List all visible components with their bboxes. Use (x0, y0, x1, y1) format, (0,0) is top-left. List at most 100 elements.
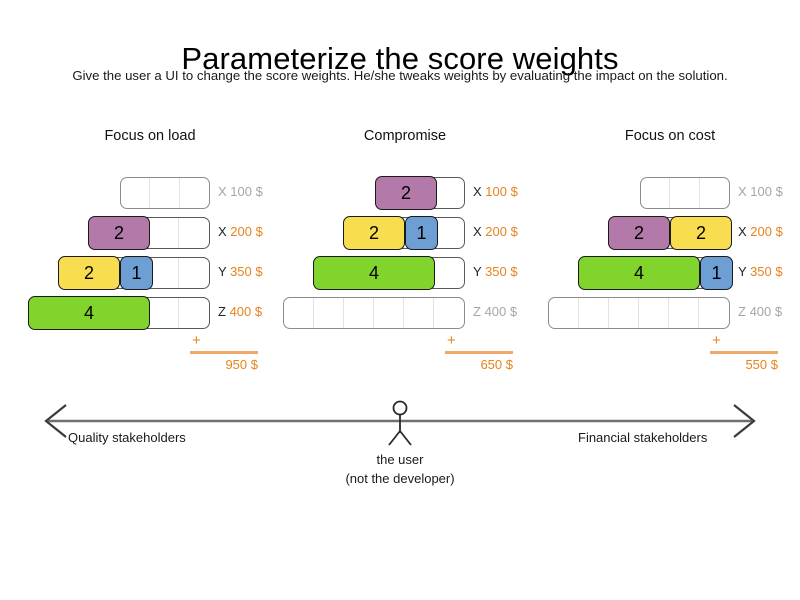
slider-cell[interactable] (284, 298, 314, 328)
weight-block-blue[interactable]: 1 (405, 216, 438, 250)
scenario-title: Focus on load (104, 128, 196, 144)
slider-cell[interactable] (121, 178, 151, 208)
slider-cell[interactable] (435, 178, 464, 208)
row-price: 350 $ (485, 264, 518, 279)
scenario-total: +650 $ (445, 332, 513, 372)
total-amount: 550 $ (745, 356, 778, 372)
weight-row: 4 Z 400 $ (20, 293, 280, 333)
row-cost-label: X 100 $ (218, 184, 263, 199)
row-price: 400 $ (484, 304, 518, 319)
axis-label-financial: Financial stakeholders (578, 430, 708, 445)
slider-cell[interactable] (641, 178, 671, 208)
slider-cell[interactable] (434, 258, 464, 288)
total-rule (190, 351, 258, 354)
row-letter: Y (473, 264, 482, 279)
slider-cell[interactable] (639, 298, 669, 328)
slider-cell[interactable] (149, 218, 179, 248)
slider-cell[interactable] (434, 298, 464, 328)
slider-cell[interactable] (434, 218, 464, 248)
total-rule (445, 351, 513, 354)
weight-row: 4 Y 350 $ (275, 253, 535, 293)
row-price: 200 $ (230, 224, 263, 239)
weight-block-yellow[interactable]: 2 (58, 256, 120, 290)
weight-slider-track[interactable] (120, 177, 210, 209)
weight-block-green[interactable]: 4 (578, 256, 700, 290)
scenario-title: Compromise (363, 128, 447, 144)
total-amount: 650 $ (480, 356, 513, 372)
stakeholder-axis (0, 395, 800, 495)
weight-slider-track[interactable] (548, 297, 730, 329)
row-letter: X (218, 184, 227, 199)
slider-cell[interactable] (179, 218, 209, 248)
slider-cell[interactable] (180, 178, 209, 208)
row-cost-label: X 100 $ (738, 184, 783, 199)
row-cost-label: Y 350 $ (473, 264, 518, 279)
row-letter: X (473, 184, 482, 199)
weight-slider-track[interactable] (640, 177, 730, 209)
weight-row: Z 400 $ (540, 293, 800, 333)
row-letter: X (738, 184, 747, 199)
weight-block-purple[interactable]: 2 (88, 216, 150, 250)
row-letter: X (218, 224, 227, 239)
row-letter: Z (473, 304, 481, 319)
row-price: 200 $ (750, 224, 783, 239)
slider-cell[interactable] (609, 298, 639, 328)
slider-cell[interactable] (149, 258, 179, 288)
slider-cell[interactable] (404, 298, 434, 328)
row-price: 350 $ (230, 264, 263, 279)
slider-cell[interactable] (700, 178, 729, 208)
total-rule (710, 351, 778, 354)
row-letter: Z (738, 304, 746, 319)
plus-sign-icon: + (447, 332, 456, 349)
axis-label-quality: Quality stakeholders (68, 430, 186, 445)
weight-block-yellow[interactable]: 2 (343, 216, 405, 250)
slider-cell[interactable] (374, 298, 404, 328)
row-cost-label: Z 400 $ (738, 304, 782, 319)
row-price: 350 $ (750, 264, 783, 279)
weight-block-yellow[interactable]: 2 (670, 216, 732, 250)
row-cost-label: X 100 $ (473, 184, 518, 199)
weight-block-blue[interactable]: 1 (700, 256, 733, 290)
weight-block-purple[interactable]: 2 (608, 216, 670, 250)
slider-cell[interactable] (150, 178, 180, 208)
slider-cell[interactable] (579, 298, 609, 328)
page-subtitle: Give the user a UI to change the score w… (72, 68, 728, 83)
slider-cell[interactable] (179, 258, 209, 288)
weight-block-blue[interactable]: 1 (120, 256, 153, 290)
slider-cell[interactable] (699, 298, 729, 328)
weight-row: 2 X 100 $ (275, 173, 535, 213)
weight-row: 2 X 200 $ (20, 213, 280, 253)
plus-sign-icon: + (192, 332, 201, 349)
weight-block-green[interactable]: 4 (28, 296, 150, 330)
user-caption-line-1: the user (376, 452, 424, 467)
row-cost-label: X 200 $ (738, 224, 783, 239)
row-cost-label: Z 400 $ (218, 304, 262, 319)
row-letter: Y (218, 264, 227, 279)
weight-block-purple[interactable]: 2 (375, 176, 437, 210)
row-cost-label: Z 400 $ (473, 304, 517, 319)
weight-slider-track[interactable] (283, 297, 465, 329)
slider-cell[interactable] (314, 298, 344, 328)
stick-figure-user-icon (388, 400, 412, 446)
row-cost-label: X 200 $ (473, 224, 518, 239)
slider-cell[interactable] (669, 298, 699, 328)
row-price: 100 $ (230, 184, 263, 199)
weight-row: X 100 $ (20, 173, 280, 213)
axis-svg (44, 400, 756, 446)
axis-arrow-left-icon (44, 404, 67, 438)
slider-cell[interactable] (149, 298, 179, 328)
slider-cell[interactable] (670, 178, 700, 208)
weight-block-green[interactable]: 4 (313, 256, 435, 290)
slider-cell[interactable] (179, 298, 209, 328)
row-price: 400 $ (229, 304, 263, 319)
row-letter: Y (738, 264, 747, 279)
slider-cell[interactable] (549, 298, 579, 328)
slider-cell[interactable] (344, 298, 374, 328)
page-title: Parameterize the score weights (181, 40, 619, 76)
scenario-title: Focus on cost (624, 128, 716, 144)
